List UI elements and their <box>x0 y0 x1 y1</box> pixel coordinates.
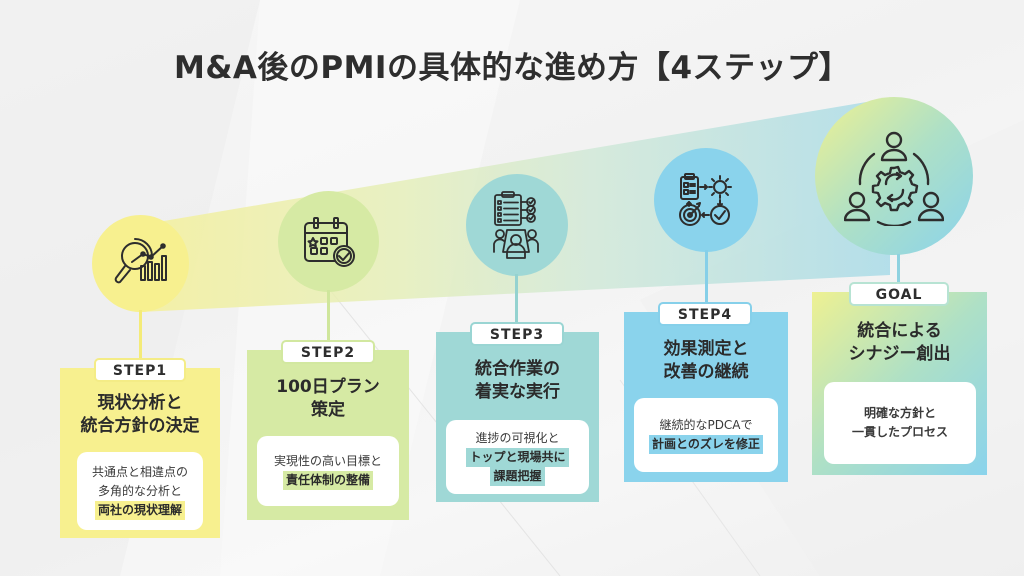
goal-badge: GOAL <box>849 282 949 306</box>
step1-title: 現状分析と 統合方針の決定 <box>80 393 200 436</box>
step1-badge: STEP1 <box>94 358 186 382</box>
team-synergy-gear-icon <box>844 131 944 226</box>
calendar-check-icon <box>303 216 355 267</box>
goal-description: 明確な方針と 一貫したプロセス <box>824 382 976 464</box>
step2-title: 100日プラン 策定 <box>276 377 380 420</box>
step4-card: STEP4 効果測定と 改善の継続 継続的なPDCAで 計画とのズレを修正 <box>624 302 788 482</box>
step4-icon-circle <box>654 148 758 252</box>
step1-connector <box>139 310 142 360</box>
step3-title: 統合作業の 着実な実行 <box>475 359 560 402</box>
goal-icon-circle <box>815 97 973 255</box>
step3-description: 進捗の可視化と トップと現場共に 課題把握 <box>446 420 589 494</box>
step1-icon-circle <box>92 215 189 312</box>
step2-badge: STEP2 <box>281 340 375 364</box>
step3-highlight-1: トップと現場共に <box>466 447 569 467</box>
step2-connector <box>327 290 330 345</box>
step4-connector <box>705 250 708 305</box>
pdca-cycle-icon <box>679 173 732 226</box>
step3-highlight-2: 課題把握 <box>490 466 545 486</box>
step2-description: 実現性の高い目標と 責任体制の整備 <box>257 436 399 506</box>
goal-title: 統合による シナジー創出 <box>848 321 951 364</box>
page-title: M&A後のPMIの具体的な進め方【4ステップ】 <box>173 50 851 86</box>
goal-connector <box>897 254 900 284</box>
step4-highlight: 計画とのズレを修正 <box>649 435 763 454</box>
step1-card: STEP1 現状分析と 統合方針の決定 共通点と相違点の 多角的な分析と 両社の… <box>60 358 220 538</box>
step3-badge: STEP3 <box>470 322 564 346</box>
step3-card: STEP3 統合作業の 着実な実行 進捗の可視化と トップと現場共に 課題把握 <box>436 322 599 502</box>
goal-card: GOAL 統合による シナジー創出 明確な方針と 一貫したプロセス <box>812 282 987 475</box>
step3-icon-circle <box>466 174 568 276</box>
step3-connector <box>515 274 518 324</box>
step4-title: 効果測定と 改善の継続 <box>663 339 749 382</box>
step1-highlight: 両社の現状理解 <box>94 500 185 520</box>
step1-description: 共通点と相違点の 多角的な分析と 両社の現状理解 <box>77 452 203 530</box>
step4-description: 継続的なPDCAで 計画とのズレを修正 <box>634 398 778 472</box>
magnifier-chart-icon <box>114 237 167 283</box>
step2-card: STEP2 100日プラン 策定 実現性の高い目標と 責任体制の整備 <box>247 340 409 520</box>
step2-highlight: 責任体制の整備 <box>282 471 373 490</box>
step2-icon-circle <box>278 191 379 292</box>
checklist-team-icon <box>493 191 539 259</box>
step4-badge: STEP4 <box>658 302 752 326</box>
